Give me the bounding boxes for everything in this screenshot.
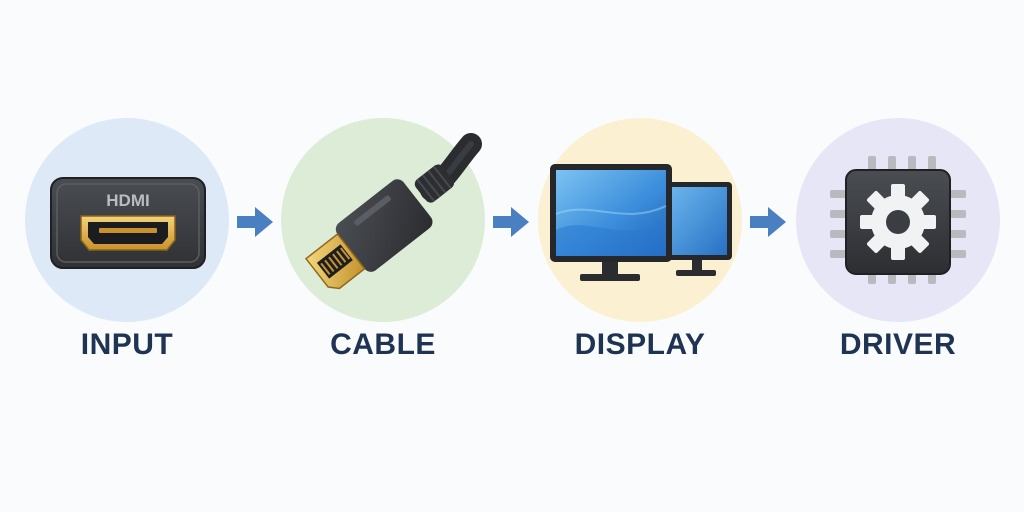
step-label: DISPLAY bbox=[574, 328, 706, 361]
step-driver-circle bbox=[796, 118, 1000, 322]
arrow-right-icon bbox=[493, 207, 529, 237]
hdmi-text: HDMI bbox=[106, 191, 149, 210]
step-input-circle: HDMI bbox=[25, 118, 229, 322]
step-driver: DRIVER bbox=[795, 118, 1001, 361]
arrow-right-icon bbox=[750, 207, 786, 237]
dual-monitor-icon bbox=[550, 164, 732, 281]
step-label: INPUT bbox=[80, 328, 174, 361]
step-label: CABLE bbox=[330, 328, 436, 361]
step-display-circle bbox=[538, 118, 742, 322]
gear-chip-icon bbox=[830, 156, 966, 284]
step-cable-circle bbox=[281, 118, 485, 322]
hdmi-port-icon: HDMI bbox=[50, 177, 206, 269]
step-display: DISPLAY bbox=[537, 118, 743, 361]
displayport-cable-icon bbox=[304, 133, 482, 290]
step-input: HDMI INPUT bbox=[24, 118, 230, 361]
step-label: DRIVER bbox=[839, 328, 957, 361]
step-cable: CABLE bbox=[280, 118, 486, 361]
arrow-right-icon bbox=[237, 207, 273, 237]
